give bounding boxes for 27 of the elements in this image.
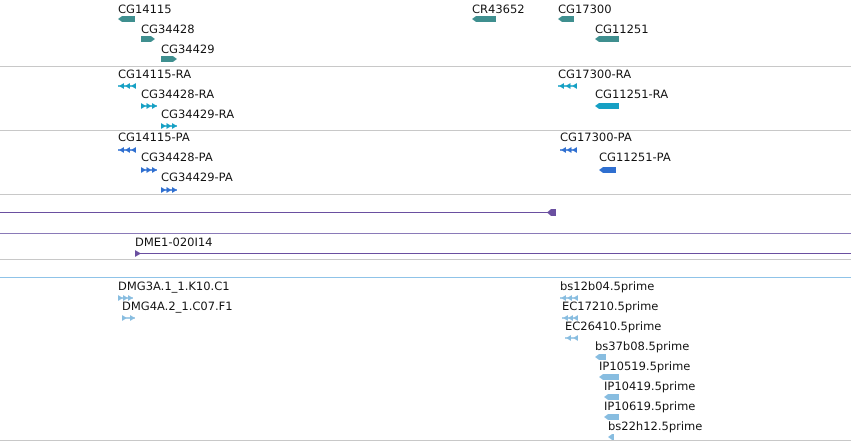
feature-label: DME1-020I14 xyxy=(135,235,212,249)
feature-label: bs12b04.5prime xyxy=(560,279,654,293)
feature-label: DMG4A.2_1.C07.F1 xyxy=(122,299,233,313)
feature-label: DMG3A.1_1.K10.C1 xyxy=(118,279,230,293)
feature-label: EC17210.5prime xyxy=(562,299,658,313)
feature-label: IP10519.5prime xyxy=(599,359,690,373)
feature-label: CG17300 xyxy=(558,2,612,16)
feature-label: IP10419.5prime xyxy=(604,379,696,393)
feature-label: CG14115 xyxy=(118,2,172,16)
feature-label: CG14115-RA xyxy=(118,67,192,81)
feature-label: CG14115-PA xyxy=(118,130,190,144)
feature-label: bs22h12.5prime xyxy=(608,419,702,433)
feature-label: IP10619.5prime xyxy=(604,399,696,413)
feature-label: CG11251-PA xyxy=(599,150,671,164)
feature-label: CR43652 xyxy=(472,2,525,16)
feature-label: CG17300-RA xyxy=(558,67,632,81)
feature-label: CG34429-RA xyxy=(161,107,234,121)
feature-label: CG34429 xyxy=(161,42,215,56)
feature-label: EC26410.5prime xyxy=(565,319,662,333)
feature-label: CG11251-RA xyxy=(595,87,668,101)
feature-label: CG34429-PA xyxy=(161,170,233,184)
feature-label: CG34428-RA xyxy=(141,87,214,101)
feature-label: CG11251 xyxy=(595,22,649,36)
feature-label: CG34428 xyxy=(141,22,195,36)
feature-label: CG34428-PA xyxy=(141,150,213,164)
feature-label: CG17300-PA xyxy=(560,130,632,144)
feature-label: bs37b08.5prime xyxy=(595,339,690,353)
